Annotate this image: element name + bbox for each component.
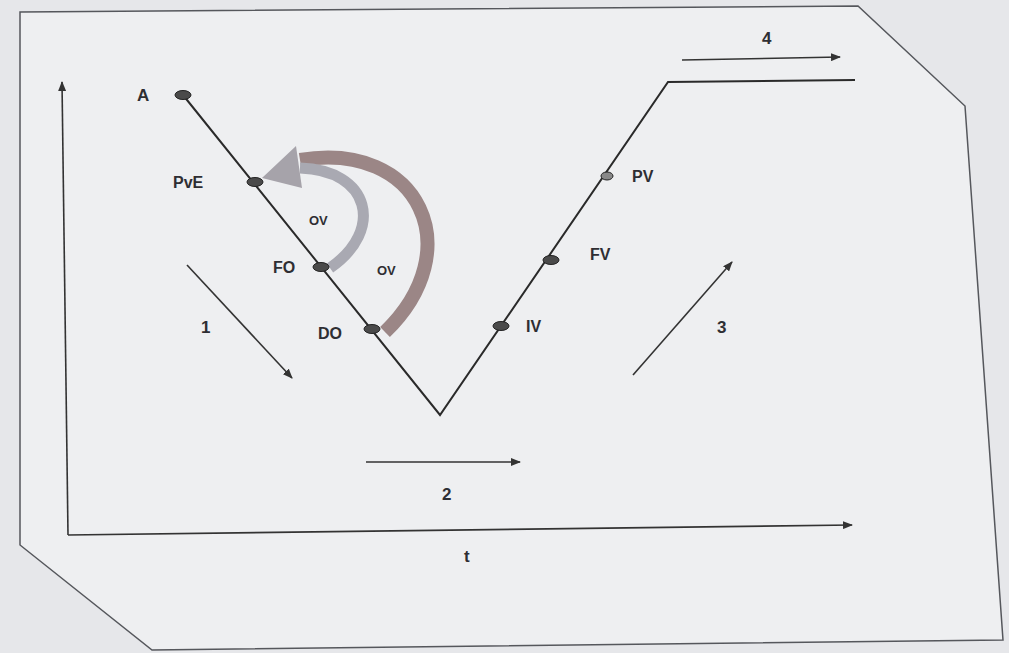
time-axis xyxy=(68,525,852,535)
point-label: DO xyxy=(318,326,342,342)
panel xyxy=(20,6,1003,650)
phase-arrow xyxy=(633,262,732,375)
ov-arrow-inner xyxy=(300,168,363,268)
ov-label: OV xyxy=(377,264,396,277)
phase-number: 3 xyxy=(717,319,726,336)
point-label: PvE xyxy=(173,175,203,191)
point-label: FV xyxy=(590,247,610,263)
v-curve xyxy=(183,80,855,415)
point-dots xyxy=(175,91,613,334)
phase-arrow xyxy=(187,265,292,378)
phase-arrow xyxy=(366,461,520,463)
point-label: FO xyxy=(273,260,295,276)
ov-arrow-outer xyxy=(300,158,427,332)
point-label: IV xyxy=(526,319,541,335)
ov-arrowhead xyxy=(262,146,302,188)
point-label: PV xyxy=(632,169,653,185)
point-label: A xyxy=(137,87,149,104)
phase-arrow xyxy=(682,57,840,60)
y-axis xyxy=(62,82,68,535)
phase-number: 2 xyxy=(442,486,451,503)
phase-number: 1 xyxy=(201,319,210,336)
phase-number: 4 xyxy=(762,30,771,47)
ov-label: OV xyxy=(309,214,328,227)
axis-label: t xyxy=(464,548,470,565)
